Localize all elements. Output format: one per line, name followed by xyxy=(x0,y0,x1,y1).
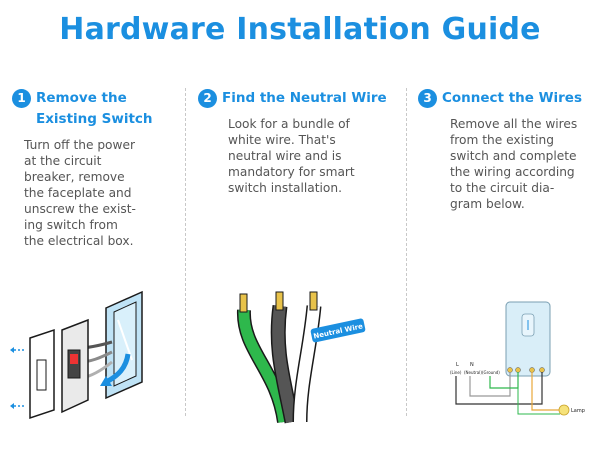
column-divider xyxy=(406,88,407,416)
step-1-text-line: ing switch from xyxy=(24,218,118,232)
page-title: Hardware Installation Guide xyxy=(59,12,541,47)
diagram-label-line: (Line) xyxy=(450,370,462,375)
step-number-badge: 1 xyxy=(12,89,31,108)
step-1-title-line2: Existing Switch xyxy=(36,111,153,127)
step-3-text-line: the wiring according xyxy=(450,165,575,179)
step-2-description: Look for a bundle of white wire. That's … xyxy=(198,116,398,196)
step-2-header: 2 Find the Neutral Wire xyxy=(198,88,398,109)
step-3-text-line: switch and complete xyxy=(450,149,577,163)
step-3: 3 Connect the Wires Remove all the wires… xyxy=(418,88,598,448)
diagram-label-neutral: (Neutral) xyxy=(464,370,482,375)
step-1-text-line: at the circuit xyxy=(24,154,102,168)
step-3-title: Connect the Wires xyxy=(442,90,583,106)
step-number-badge: 2 xyxy=(198,89,217,108)
step-1-title-line1: Remove the xyxy=(36,90,127,106)
column-divider xyxy=(185,88,186,416)
step-2-text-line: white wire. That's xyxy=(228,133,336,147)
wire-bundle-illustration: Neutral Wire xyxy=(236,291,366,424)
step-2: 2 Find the Neutral Wire Look for a bundl… xyxy=(198,88,398,448)
step-3-description: Remove all the wires from the existing s… xyxy=(418,116,598,212)
step-3-text-line: from the existing xyxy=(450,133,554,147)
step-2-title: Find the Neutral Wire xyxy=(222,90,387,106)
step-1-text-line: the electrical box. xyxy=(24,234,134,248)
diagram-label-ground: (Ground) xyxy=(482,370,500,375)
step-3-text-line: to the circuit dia- xyxy=(450,181,555,195)
step-3-text-line: gram below. xyxy=(450,197,525,211)
step-1-header: 1 Remove the Existing Switch xyxy=(12,88,184,130)
step-1: 1 Remove the Existing Switch Turn off th… xyxy=(12,88,184,448)
diagram-label-lamp: Lamp xyxy=(571,408,585,414)
wiring-diagram-illustration: L N (Line) (Neutral) (Ground) Lamp xyxy=(450,301,585,416)
step-1-description: Turn off the power at the circuit breake… xyxy=(12,137,178,249)
step-3-header: 3 Connect the Wires xyxy=(418,88,598,109)
step-1-text-line: Turn off the power xyxy=(24,138,135,152)
step-1-text-line: breaker, remove xyxy=(24,170,125,184)
step-3-text-line: Remove all the wires xyxy=(450,117,578,131)
light-switch-illustration xyxy=(10,290,143,420)
step-1-text-line: unscrew the exist- xyxy=(24,202,136,216)
diagram-label-l: L xyxy=(456,362,459,368)
step-1-text-line: the faceplate and xyxy=(24,186,132,200)
step-2-text-line: switch installation. xyxy=(228,181,342,195)
diagram-label-n: N xyxy=(470,362,474,368)
step-2-text-line: neutral wire and is xyxy=(228,149,342,163)
step-number-badge: 3 xyxy=(418,89,437,108)
step-2-text-line: mandatory for smart xyxy=(228,165,355,179)
step-2-text-line: Look for a bundle of xyxy=(228,117,350,131)
